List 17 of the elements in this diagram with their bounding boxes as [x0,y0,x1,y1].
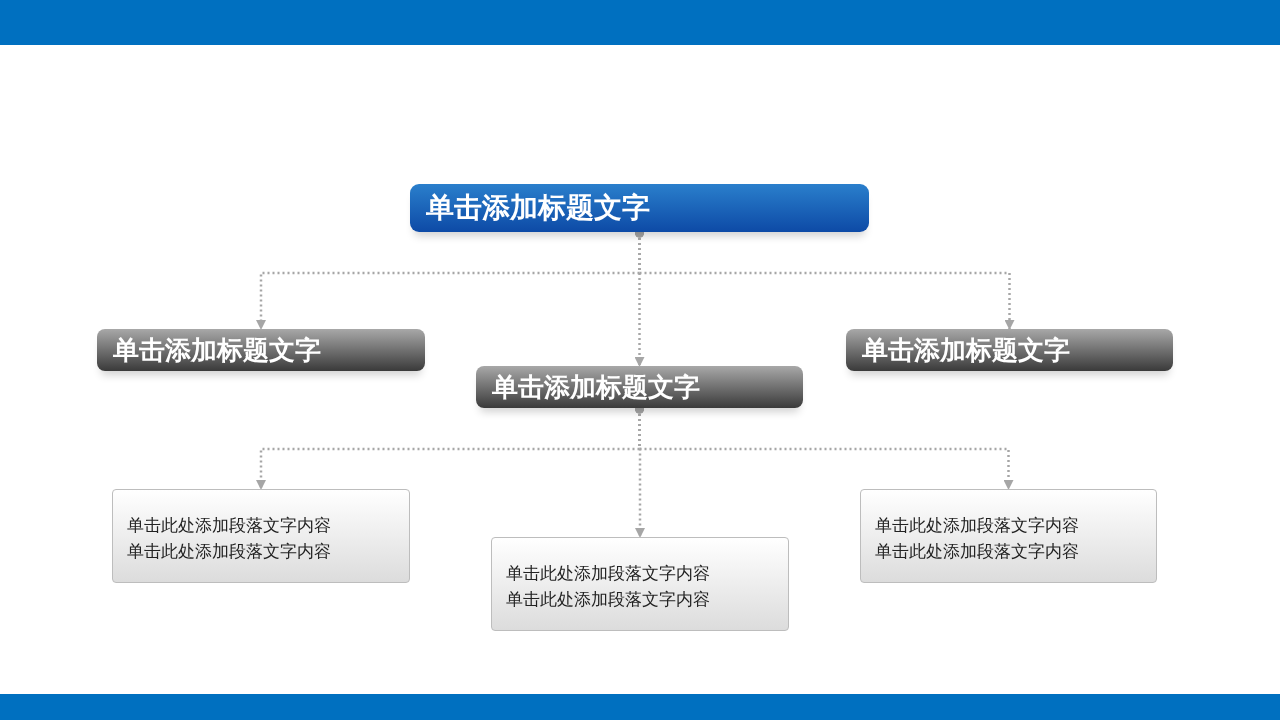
paragraph-text: 单击此处添加段落文字内容 [875,540,1079,563]
paragraph-text: 单击此处添加段落文字内容 [506,588,710,611]
paragraph-text: 单击此处添加段落文字内容 [875,514,1079,537]
title-box [476,366,803,408]
title-text: 单击添加标题文字 [113,333,321,367]
paragraph-text: 单击此处添加段落文字内容 [127,540,331,563]
text-box [860,489,1157,583]
title-text: 单击添加标题文字 [426,190,650,226]
text-box [112,489,410,583]
title-box [846,329,1173,371]
title-text: 单击添加标题文字 [862,333,1070,367]
text-box [491,537,789,631]
paragraph-text: 单击此处添加段落文字内容 [506,562,710,585]
title-box [97,329,425,371]
title-box [410,184,869,232]
paragraph-text: 单击此处添加段落文字内容 [127,514,331,537]
title-text: 单击添加标题文字 [492,370,700,404]
